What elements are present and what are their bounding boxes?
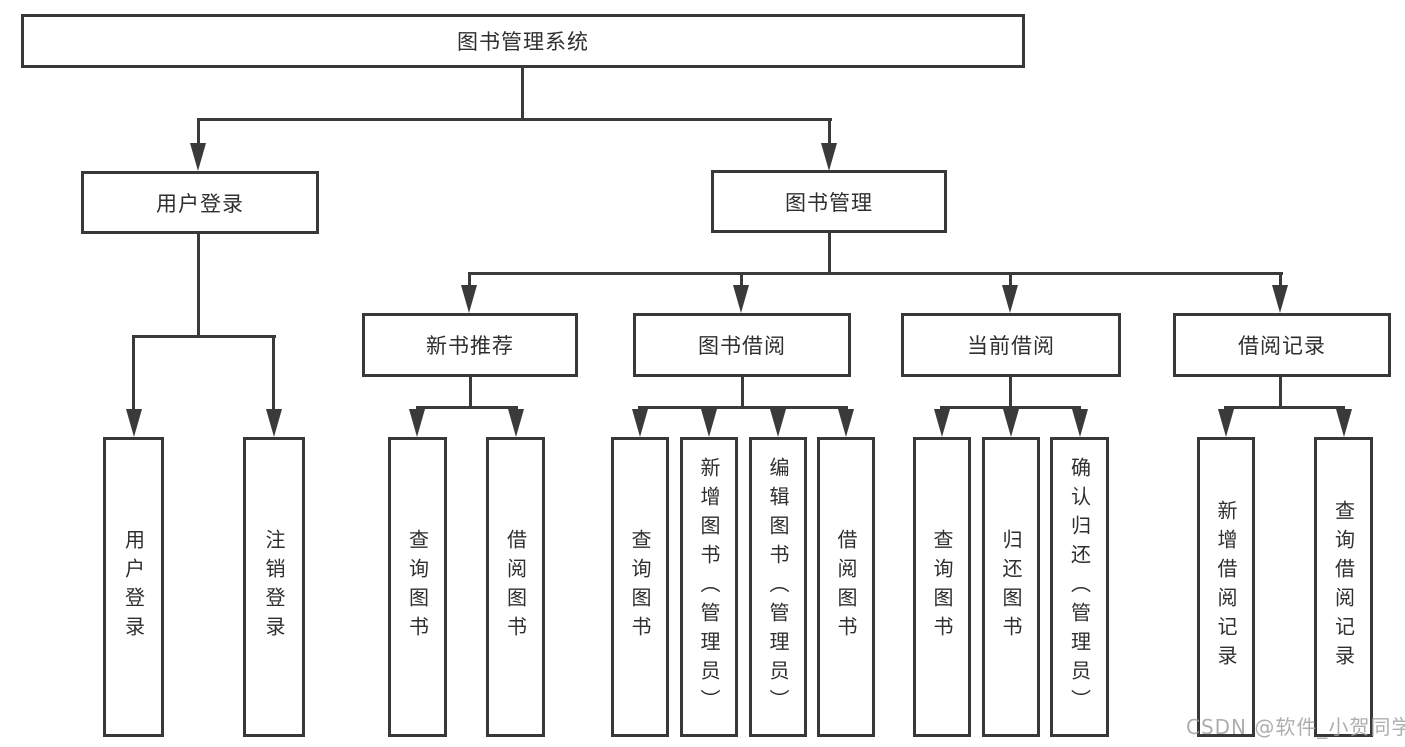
node-bb-borrow-label: 借阅图书 (834, 529, 858, 645)
connector-level3-bar (468, 272, 1283, 275)
arrow-down-icon (266, 409, 282, 437)
node-bb-edit-box: 编辑图书（管理员） (749, 437, 807, 737)
node-nr-borrow-box: 借阅图书 (486, 437, 545, 737)
connector-newrec-drop (468, 272, 471, 288)
connector-currentborrow-drop (1009, 272, 1012, 288)
node-cb-query-label: 查询图书 (930, 529, 954, 645)
node-cb-return-box: 归还图书 (982, 437, 1040, 737)
node-cb-return-label: 归还图书 (999, 529, 1023, 645)
arrow-down-icon (508, 409, 524, 437)
node-login-box: 用户登录 (103, 437, 164, 737)
node-bb-edit-label: 编辑图书（管理员） (766, 456, 790, 718)
node-borrow-record-label: 借阅记录 (1238, 334, 1326, 358)
arrow-down-icon (733, 285, 749, 313)
node-user-login-label: 用户登录 (156, 191, 244, 216)
arrow-down-icon (1336, 409, 1352, 437)
node-current-borrow-box: 当前借阅 (901, 313, 1121, 377)
node-book-mgmt-label: 图书管理 (785, 190, 873, 215)
node-bb-borrow-box: 借阅图书 (817, 437, 875, 737)
connector-bookmgmt-drop (828, 118, 831, 146)
arrow-down-icon (1003, 409, 1019, 437)
node-book-borrow-box: 图书借阅 (633, 313, 851, 377)
connector-root-stem (521, 68, 524, 120)
node-nr-borrow-label: 借阅图书 (503, 529, 528, 645)
node-borrow-record-box: 借阅记录 (1173, 313, 1391, 377)
node-root-box: 图书管理系统 (21, 14, 1025, 68)
arrow-down-icon (1072, 409, 1088, 437)
arrow-down-icon (838, 409, 854, 437)
arrow-down-icon (409, 409, 425, 437)
node-bb-query-label: 查询图书 (628, 529, 652, 645)
arrow-down-icon (934, 409, 950, 437)
node-br-add-label: 新增借阅记录 (1214, 500, 1238, 674)
node-root-label: 图书管理系统 (457, 30, 589, 54)
arrow-down-icon (190, 143, 206, 171)
connector-bookborrow-drop (740, 272, 743, 288)
node-book-mgmt-box: 图书管理 (711, 170, 947, 233)
connector-currentborrow-children-bar (940, 406, 1081, 409)
connector-level2-bar (197, 118, 832, 121)
arrow-down-icon (1002, 285, 1018, 313)
node-new-rec-box: 新书推荐 (362, 313, 578, 377)
node-bb-query-box: 查询图书 (611, 437, 669, 737)
connector-logout-drop (272, 335, 275, 411)
connector-borrowrecord-stem (1279, 377, 1282, 408)
connector-bookborrow-children-bar (638, 406, 848, 409)
node-current-borrow-label: 当前借阅 (967, 334, 1055, 358)
node-br-query-label: 查询借阅记录 (1331, 500, 1356, 674)
node-br-add-box: 新增借阅记录 (1197, 437, 1255, 737)
node-new-rec-label: 新书推荐 (426, 334, 514, 358)
connector-login-drop (132, 335, 135, 411)
node-bb-add-label: 新增图书（管理员） (697, 456, 721, 718)
arrow-down-icon (126, 409, 142, 437)
csdn-watermark: CSDN @软件_小贺同学 (1186, 715, 1405, 739)
arrow-down-icon (1272, 285, 1288, 313)
connector-userlogin-stem (197, 234, 200, 338)
node-user-login-box: 用户登录 (81, 171, 319, 234)
node-nr-query-box: 查询图书 (388, 437, 447, 737)
node-cb-query-box: 查询图书 (913, 437, 971, 737)
arrow-down-icon (632, 409, 648, 437)
connector-bookborrow-stem (741, 377, 744, 408)
node-bb-add-box: 新增图书（管理员） (680, 437, 738, 737)
node-logout-label: 注销登录 (262, 529, 286, 645)
node-logout-box: 注销登录 (243, 437, 305, 737)
arrow-down-icon (461, 285, 477, 313)
connector-userlogin-drop (197, 118, 200, 146)
arrow-down-icon (821, 143, 837, 171)
node-nr-query-label: 查询图书 (405, 529, 430, 645)
connector-newrec-stem (469, 377, 472, 408)
node-cb-confirm-box: 确认归还（管理员） (1050, 437, 1109, 737)
connector-borrowrecord-drop (1279, 272, 1282, 288)
connector-newrec-children-bar (416, 406, 518, 409)
connector-userlogin-children-bar (132, 335, 276, 338)
node-br-query-box: 查询借阅记录 (1314, 437, 1373, 737)
arrow-down-icon (701, 409, 717, 437)
arrow-down-icon (1218, 409, 1234, 437)
node-book-borrow-label: 图书借阅 (698, 334, 786, 358)
connector-borrowrecord-children-bar (1224, 406, 1345, 409)
connector-bookmgmt-stem (828, 233, 831, 275)
node-login-label: 用户登录 (121, 529, 146, 645)
node-cb-confirm-label: 确认归还（管理员） (1067, 456, 1092, 718)
arrow-down-icon (770, 409, 786, 437)
connector-currentborrow-stem (1009, 377, 1012, 408)
